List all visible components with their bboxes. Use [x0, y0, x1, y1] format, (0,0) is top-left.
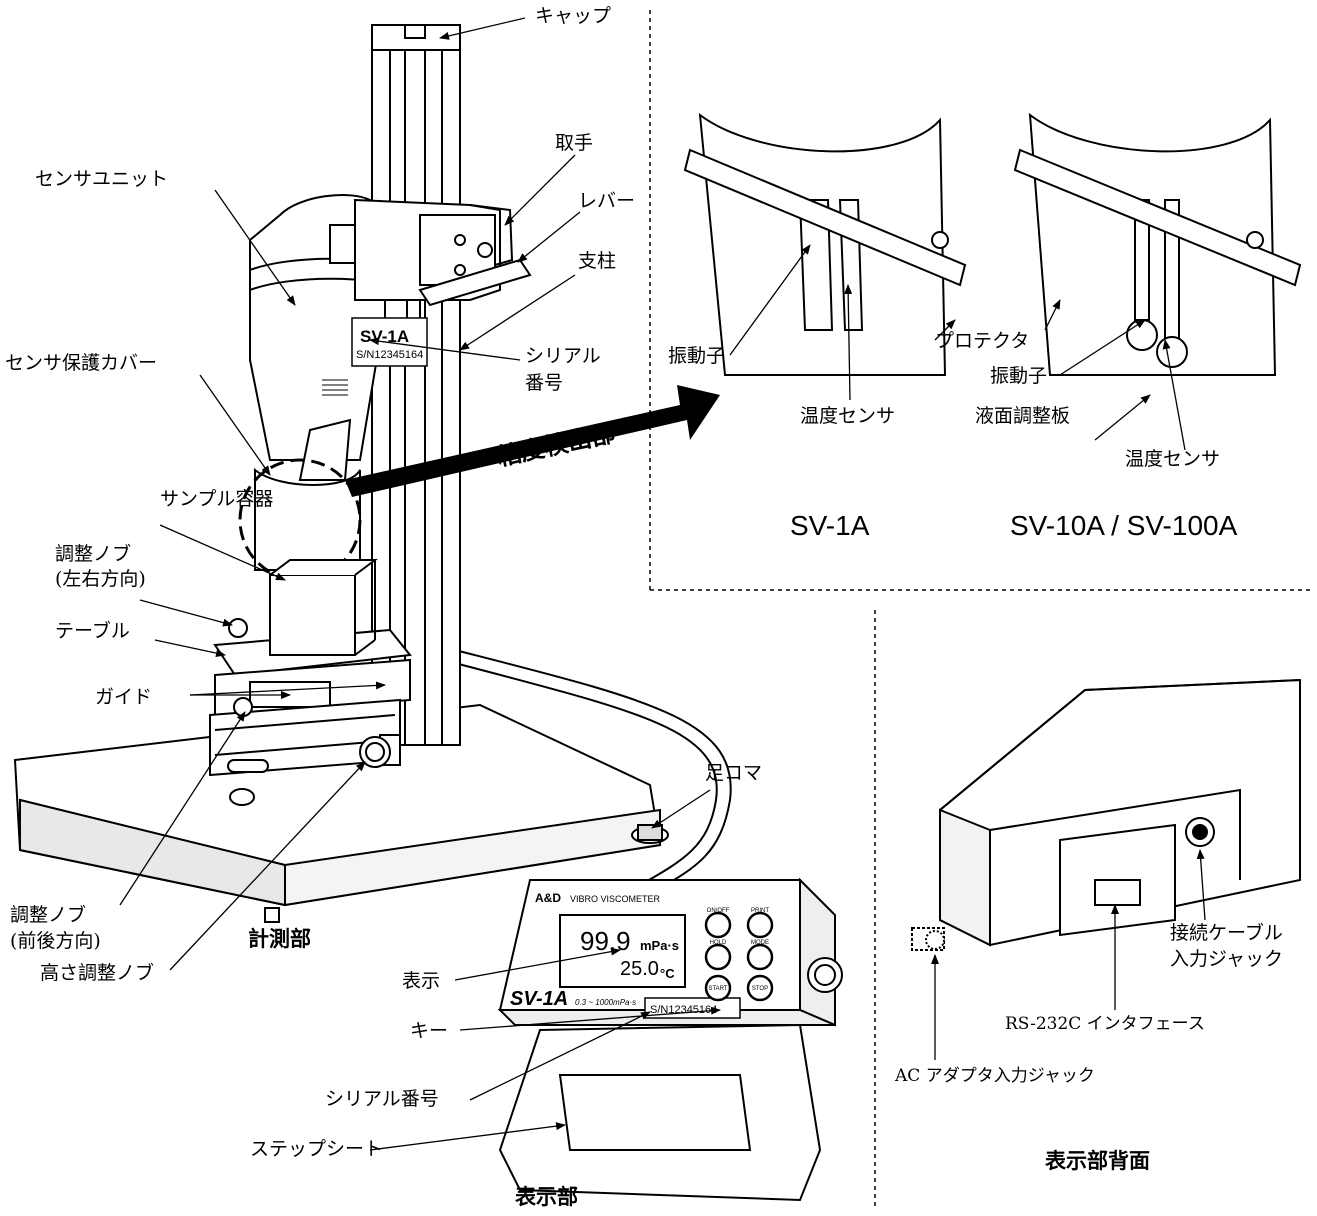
label-step-sheet: ステップシート [250, 1138, 384, 1160]
lcd-temp: 25.0 [620, 958, 659, 980]
display-range: 0.3 ~ 1000mPa·s [575, 998, 636, 1007]
display-brand: A&D [535, 891, 561, 905]
label-sensor-cover: センサ保護カバー [5, 352, 158, 374]
key-print[interactable] [746, 911, 774, 939]
label-adj-knob-fb-2: (前後方向) [10, 930, 101, 952]
handle-block [354, 198, 532, 307]
label-cap: キャップ [535, 5, 612, 27]
label-guide: ガイド [95, 686, 153, 708]
label-cable-jack-2: 入力ジャック [1170, 948, 1284, 970]
label-ac-jack: AC アダプタ入力ジャック [895, 1066, 1095, 1086]
sv1a-detail [683, 112, 967, 376]
key-label-mode: MODE [751, 940, 769, 946]
label-sample-container: サンプル容器 [160, 488, 274, 510]
label-serial-number: シリアル番号 [325, 1088, 439, 1110]
sensor-model-text: SV-1A [360, 327, 409, 346]
label-key: キー [410, 1020, 449, 1042]
display-unit [497, 877, 843, 1202]
label-sensor-unit: センサユニット [35, 168, 169, 190]
stand-base [13, 703, 662, 923]
pillar [371, 24, 461, 746]
key-hold[interactable] [704, 943, 732, 971]
label-display-rear: 表示部背面 [1045, 1149, 1150, 1173]
label-lever: レバー [578, 190, 636, 212]
foot-pad [631, 824, 669, 844]
sv10a-detail [1013, 112, 1302, 376]
label-display-unit: 表示部 [515, 1185, 578, 1209]
label-model-sv10a: SV-10A / SV-100A [1010, 510, 1238, 541]
sample-container [269, 559, 378, 656]
label-vibrator-1: 振動子 [668, 345, 726, 367]
lcd-value: 99.9 [580, 926, 631, 956]
label-temp-sensor-2: 温度センサ [1125, 448, 1221, 470]
label-model-sv1a: SV-1A [790, 510, 870, 541]
label-protector: プロテクタ [935, 330, 1030, 352]
label-measurement-unit: 計測部 [248, 927, 311, 951]
label-serial-1: シリアル [525, 345, 601, 367]
display-keys [704, 911, 774, 1002]
label-height-knob: 高さ調整ノブ [40, 962, 155, 984]
label-temp-sensor-1: 温度センサ [800, 405, 896, 427]
key-label-hold: HOLD [710, 940, 727, 946]
key-label-onoff: ON/OFF [707, 908, 730, 914]
label-foot: 足コマ [705, 762, 763, 784]
stage [209, 618, 412, 806]
key-stop[interactable] [746, 974, 774, 1002]
label-adj-knob-lr-2: (左右方向) [55, 568, 146, 590]
label-table: テーブル [55, 620, 130, 642]
lcd-temp-unit: °C [660, 966, 675, 981]
detail-frame [649, 10, 1312, 1210]
label-handle: 取手 [555, 132, 594, 154]
display-serial: S/N12345164 [650, 1004, 717, 1016]
key-labels: ON/OFF PRINT HOLD MODE START STOP [707, 908, 770, 992]
label-adj-knob-lr-1: 調整ノブ [55, 543, 132, 565]
key-mode[interactable] [746, 943, 774, 971]
sensor-serial-text: S/N12345164 [356, 349, 423, 361]
label-adj-knob-fb-1: 調整ノブ [10, 904, 87, 926]
key-label-stop: STOP [752, 986, 768, 992]
label-vibrator-2: 振動子 [990, 365, 1048, 387]
sensor-cover [254, 418, 361, 571]
detail-arrow [345, 385, 720, 497]
key-label-print: PRINT [751, 908, 769, 914]
label-cable-jack-1: 接続ケーブル [1170, 922, 1283, 944]
display-model: SV-1A [510, 988, 568, 1010]
display-brand-sub: VIBRO VISCOMETER [570, 894, 661, 904]
label-display: 表示 [402, 970, 441, 992]
label-serial-2: 番号 [525, 372, 564, 394]
label-rs232c: RS-232C インタフェース [1005, 1014, 1205, 1034]
key-onoff[interactable] [704, 911, 732, 939]
leader-lines [119, 17, 1206, 1151]
key-label-start: START [708, 986, 727, 992]
display-rear-view [911, 678, 1301, 951]
key-start[interactable] [704, 974, 732, 1002]
label-pillar: 支柱 [578, 250, 617, 272]
connection-cable [454, 649, 732, 901]
label-level-plate: 液面調整板 [975, 405, 1071, 427]
lcd-unit: mPa·s [640, 938, 679, 953]
